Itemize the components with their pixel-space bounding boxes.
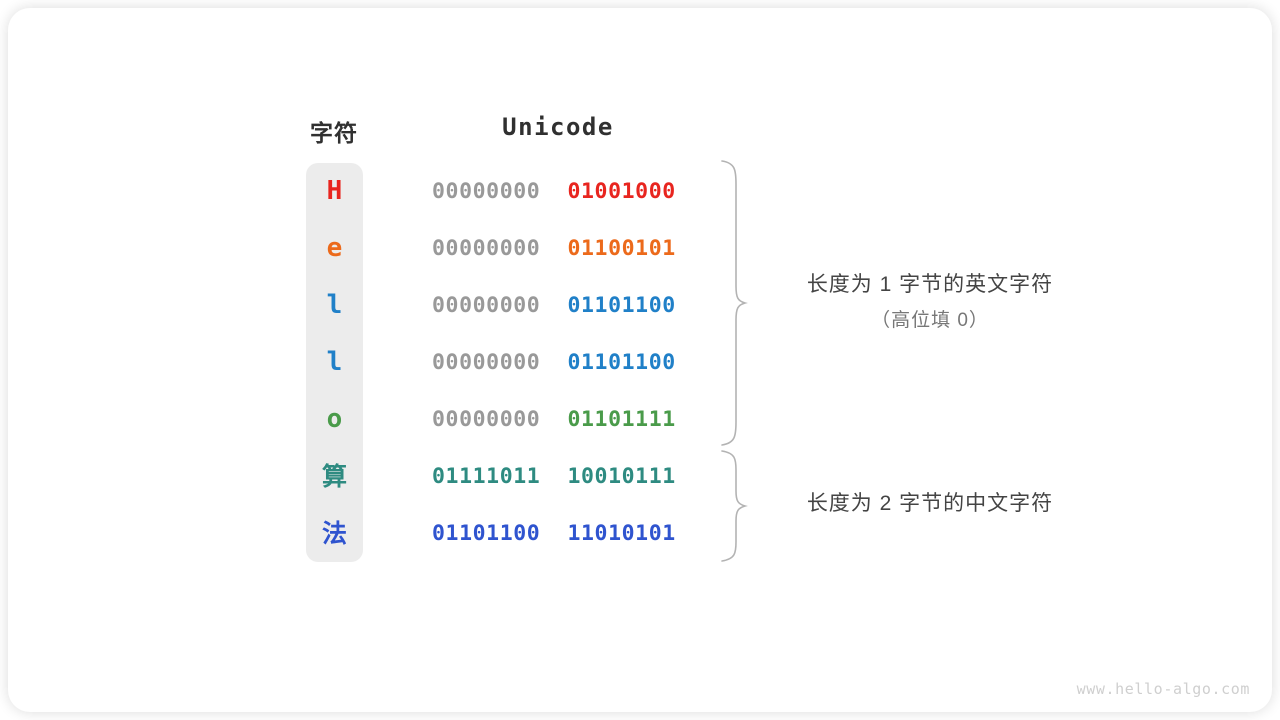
column-header-unicode: Unicode: [502, 113, 614, 141]
unicode-high-byte: 00000000: [432, 407, 541, 432]
character-glyph: 算: [321, 462, 347, 491]
unicode-high-byte: 00000000: [432, 350, 541, 375]
figure-card: [8, 8, 1272, 712]
unicode-binary: 00000000 01101100: [432, 334, 692, 391]
brace-one-byte-group: [721, 160, 748, 446]
character-column-background: [306, 163, 363, 562]
unicode-binary: 00000000 01001000: [432, 163, 692, 220]
character-row: H 00000000 01001000: [306, 163, 706, 220]
character-glyph: l: [326, 347, 343, 377]
unicode-binary: 01111011 10010111: [432, 448, 692, 505]
character-glyph: o: [326, 404, 343, 434]
unicode-binary: 00000000 01101100: [432, 277, 692, 334]
byte-separator: [540, 179, 567, 204]
character-row: e 00000000 01100101: [306, 220, 706, 277]
annotation-one-byte: 长度为 1 字节的英文字符 （高位填 0）: [760, 268, 1100, 332]
column-header-character: 字符: [310, 120, 358, 146]
unicode-low-byte: 01001000: [567, 179, 676, 204]
unicode-binary: 00000000 01101111: [432, 391, 692, 448]
unicode-low-byte: 01101100: [567, 350, 676, 375]
annotation-one-byte-main: 长度为 1 字节的英文字符: [806, 273, 1054, 296]
character-glyph: 法: [321, 519, 347, 548]
unicode-binary: 00000000 01100101: [432, 220, 692, 277]
unicode-high-byte: 00000000: [432, 236, 541, 261]
byte-separator: [540, 293, 567, 318]
byte-separator: [540, 236, 567, 261]
character-row: 算 01111011 10010111: [306, 448, 706, 505]
byte-separator: [540, 407, 567, 432]
byte-separator: [540, 521, 567, 546]
unicode-binary: 01101100 11010101: [432, 505, 692, 562]
unicode-high-byte: 00000000: [432, 293, 541, 318]
byte-separator: [540, 350, 567, 375]
brace-two-byte-group: [721, 450, 748, 562]
annotation-one-byte-sub: （高位填 0）: [871, 310, 989, 331]
byte-separator: [540, 464, 567, 489]
unicode-high-byte: 01111011: [432, 464, 541, 489]
character-row: l 00000000 01101100: [306, 334, 706, 391]
unicode-high-byte: 00000000: [432, 179, 541, 204]
character-row: l 00000000 01101100: [306, 277, 706, 334]
character-glyph: l: [326, 290, 343, 320]
annotation-two-byte-main: 长度为 2 字节的中文字符: [806, 492, 1054, 515]
unicode-high-byte: 01101100: [432, 521, 541, 546]
character-glyph: H: [326, 176, 343, 206]
unicode-low-byte: 01101100: [567, 293, 676, 318]
unicode-low-byte: 01101111: [567, 407, 676, 432]
character-glyph: e: [326, 233, 343, 263]
unicode-low-byte: 10010111: [567, 464, 676, 489]
character-row: o 00000000 01101111: [306, 391, 706, 448]
unicode-low-byte: 11010101: [567, 521, 676, 546]
character-row: 法 01101100 11010101: [306, 505, 706, 562]
unicode-low-byte: 01100101: [567, 236, 676, 261]
watermark: www.hello-algo.com: [1076, 680, 1250, 698]
annotation-two-byte: 长度为 2 字节的中文字符: [760, 487, 1100, 517]
